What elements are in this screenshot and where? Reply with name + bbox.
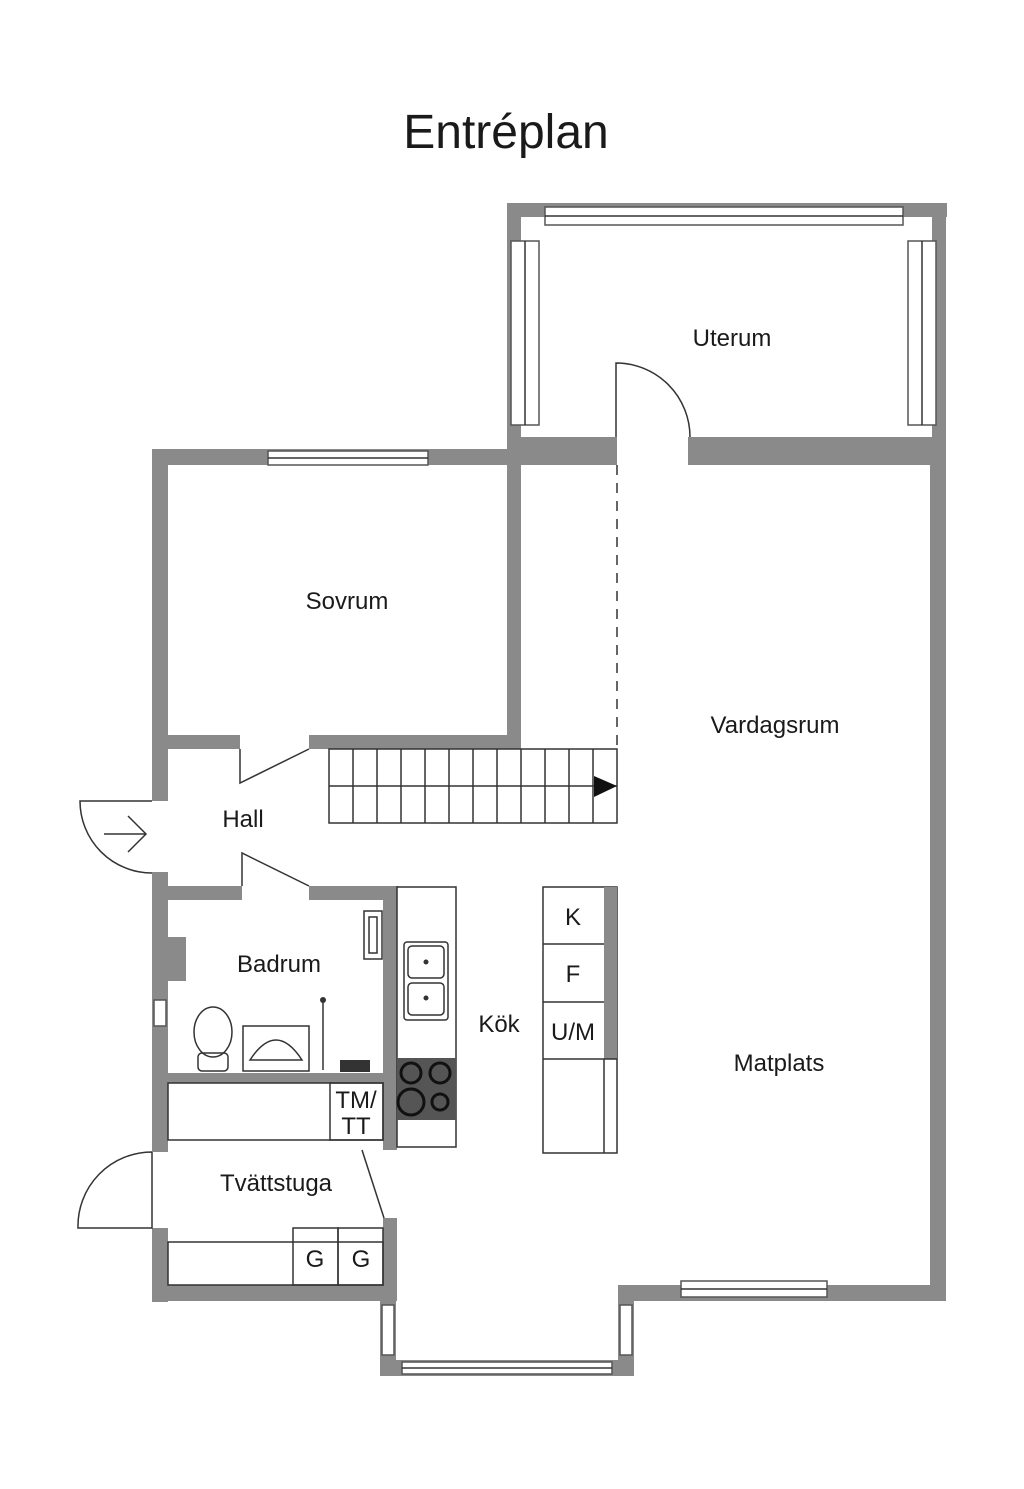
appliance-label-tt: TT [341,1113,371,1140]
room-label-matplats: Matplats [734,1050,825,1077]
entrance-door[interactable] [79,800,153,874]
appliance-label-tm: TM/ [335,1087,377,1114]
interior-walls [152,449,521,1301]
appliance-label-um: U/M [551,1019,595,1046]
uterum-door[interactable] [615,362,691,438]
tvattstuga-door[interactable] [77,1151,153,1229]
exterior-walls [152,203,947,1376]
staircase [328,465,618,824]
windows [153,206,937,1375]
sovrum-door[interactable] [239,748,310,785]
badrum-door[interactable] [241,851,310,887]
entrance-arrow-icon [104,815,148,853]
appliance-label-g1: G [306,1246,325,1273]
kitchen [396,886,618,1154]
room-label-hall: Hall [222,806,263,833]
appliance-label-k: K [565,904,581,931]
room-label-kok: Kök [478,1011,520,1038]
stair-arrow-icon [594,776,617,797]
toilet-icon [193,1006,233,1058]
washbasin-icon [242,1025,310,1072]
appliance-label-f: F [566,961,581,988]
room-label-badrum: Badrum [237,951,321,978]
bathroom-fixtures [193,910,383,1072]
floor-title: Entréplan [403,106,608,159]
doors [77,362,691,1229]
room-label-sovrum: Sovrum [306,588,389,615]
laundry-fixtures [167,1082,384,1286]
tvattstuga-inner-door[interactable] [361,1149,385,1219]
room-label-vardagsrum: Vardagsrum [711,712,840,739]
appliance-label-g2: G [352,1246,371,1273]
room-label-tvattstuga: Tvättstuga [220,1170,333,1197]
room-label-uterum: Uterum [693,325,772,352]
